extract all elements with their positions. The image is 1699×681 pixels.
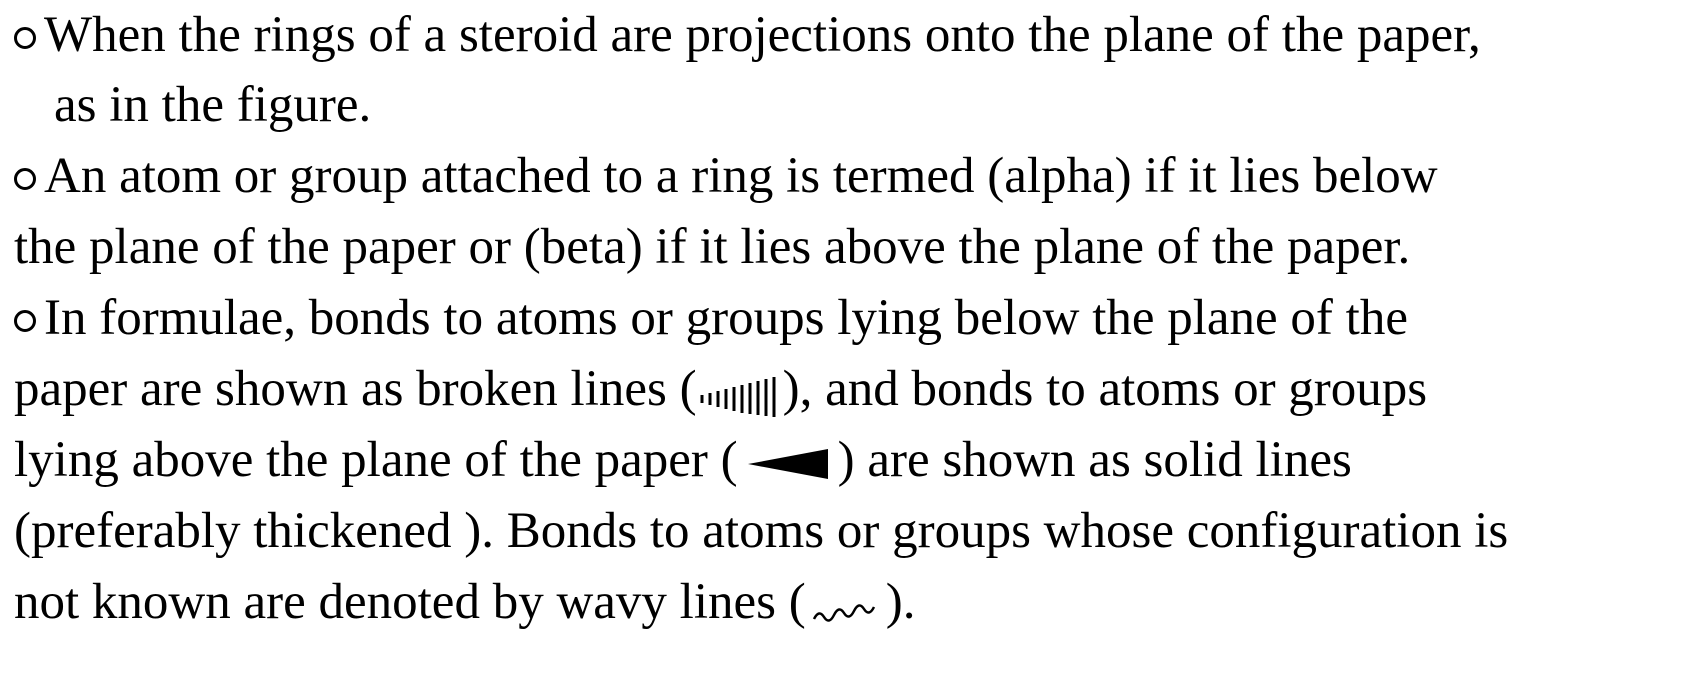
paragraph-3-line-3: lying above the plane of the paper ( ) a… — [14, 432, 1352, 488]
paragraph-2-line-2: the plane of the paper or (beta) if it l… — [14, 219, 1411, 275]
bullet-icon — [14, 27, 36, 49]
paragraph-3-line-2: paper are shown as broken lines ( ), and… — [14, 361, 1428, 418]
wavy-bond-icon — [812, 604, 875, 623]
paragraph-3-line-1: In formulae, bonds to atoms or groups ly… — [14, 283, 1408, 353]
solid-wedge-bond-icon — [747, 449, 828, 480]
paragraph-1-line-1: When the rings of a steroid are projecti… — [14, 0, 1481, 70]
paragraph-2-line-1: An atom or group attached to a ring is t… — [14, 141, 1438, 211]
paragraph-1-line-2: as in the figure. — [54, 77, 372, 133]
paragraph-3-line-4: (preferably thickened ). Bonds to atoms … — [14, 503, 1509, 559]
bullet-icon — [14, 168, 36, 190]
paragraph-3-line-5: not known are denoted by wavy lines ( ). — [14, 574, 916, 630]
hashed-wedge-bond-icon — [700, 377, 776, 418]
bullet-icon — [14, 310, 36, 332]
